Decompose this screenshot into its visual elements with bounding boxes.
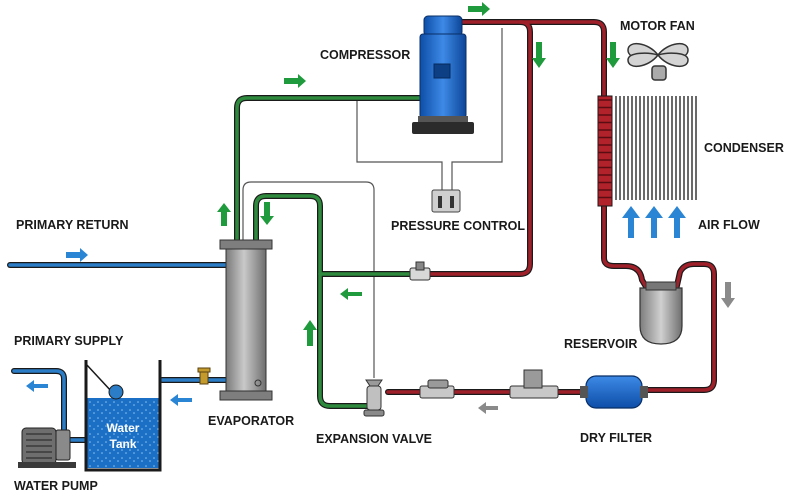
water-lines (7, 262, 229, 443)
evaporator (219, 239, 273, 401)
label-air-flow: AIR FLOW (698, 218, 760, 232)
control-wires (242, 28, 503, 378)
water-tank: Water Tank (84, 360, 162, 472)
condenser (597, 95, 697, 207)
water-pump (18, 427, 76, 468)
water-tank-label-2: Tank (109, 437, 136, 451)
compressor (412, 15, 474, 134)
gray-flow-arrows (478, 282, 735, 414)
expansion-valve (363, 379, 385, 417)
label-pressure-control: PRESSURE CONTROL (391, 219, 525, 233)
label-expansion-valve: EXPANSION VALVE (316, 432, 432, 446)
dry-filter (580, 375, 648, 409)
green-flow-arrows (217, 2, 620, 346)
label-primary-supply: PRIMARY SUPPLY (14, 334, 124, 348)
label-evaporator: EVAPORATOR (208, 414, 294, 428)
air-flow-arrows (622, 206, 686, 238)
motor-fan (627, 43, 689, 81)
label-dry-filter: DRY FILTER (580, 431, 652, 445)
evaporator-inlet-fitting (197, 367, 211, 385)
label-water-pump: WATER PUMP (14, 479, 98, 493)
liquid-line-valve (419, 379, 455, 399)
blue-flow-arrows (26, 248, 192, 406)
solenoid-valve (409, 261, 431, 281)
water-tank-label-1: Water (107, 421, 140, 435)
pressure-control (431, 189, 461, 213)
label-compressor: COMPRESSOR (320, 48, 410, 62)
label-condenser: CONDENSER (704, 141, 784, 155)
label-reservoir: RESERVOIR (564, 337, 637, 351)
sight-glass (509, 369, 559, 399)
label-primary-return: PRIMARY RETURN (16, 218, 129, 232)
reservoir (639, 281, 683, 345)
label-motor-fan: MOTOR FAN (620, 19, 695, 33)
